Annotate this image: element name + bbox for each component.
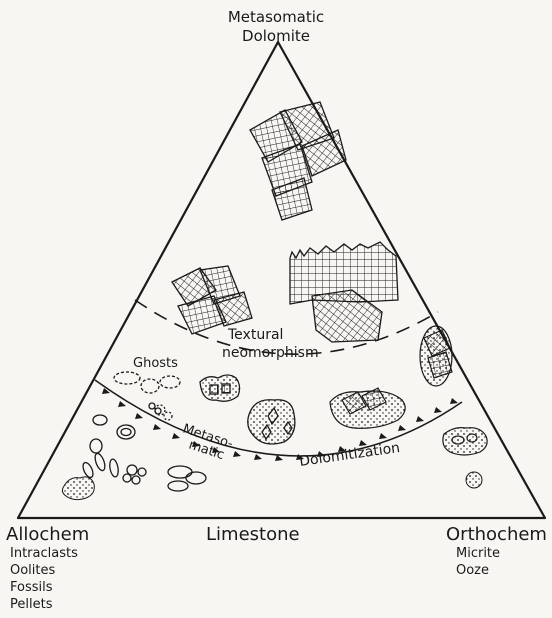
dolomite-cluster-left	[172, 266, 252, 334]
orthochem-title: Orthochem	[446, 524, 547, 545]
allochem-grains	[81, 403, 206, 491]
allochem-item-intraclasts: Intraclasts	[10, 545, 89, 562]
dolomitization-label: Dolomitization	[298, 440, 401, 470]
dolomitization-patch	[330, 388, 405, 428]
orthochem-grains	[443, 428, 487, 455]
textural-label-1: Textural	[227, 327, 283, 343]
orthochem-item-micrite: Micrite	[456, 545, 547, 562]
orthochem-corner: Orthochem Micrite Ooze	[446, 524, 547, 579]
textural-label-2: neomorphism	[222, 345, 319, 361]
allochem-title: Allochem	[6, 524, 89, 545]
apex-label: Metasomatic Dolomite	[216, 8, 336, 46]
apex-line-1: Metasomatic	[216, 8, 336, 27]
orthochem-item-ooze: Ooze	[456, 562, 547, 579]
allochem-item-fossils: Fossils	[10, 579, 89, 596]
pellet-cluster	[62, 472, 482, 500]
apex-line-2: Dolomite	[216, 27, 336, 46]
dolomite-rhombs-top	[250, 102, 346, 220]
allochem-item-oolites: Oolites	[10, 562, 89, 579]
allochem-corner: Allochem Intraclasts Oolites Fossils Pel…	[6, 524, 89, 613]
dolomite-stack-right	[420, 326, 452, 386]
dolomite-block-right	[290, 242, 398, 342]
limestone-label: Limestone	[206, 524, 300, 545]
allochem-item-pellets: Pellets	[10, 596, 89, 613]
ghosts-label: Ghosts	[133, 356, 178, 371]
